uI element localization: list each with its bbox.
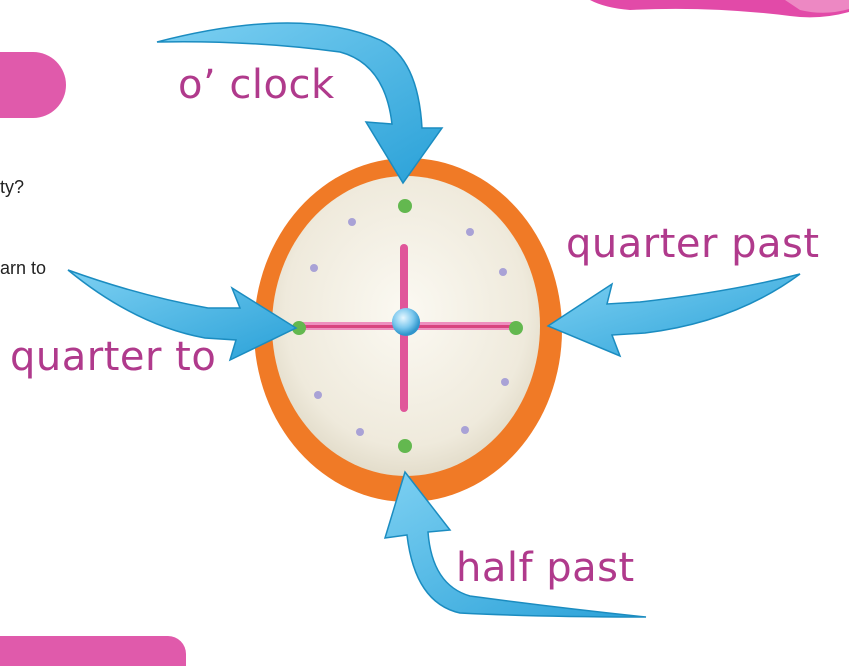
center-hub (392, 308, 420, 336)
label-half-past: half past (456, 545, 635, 591)
label-oclock: o’ clock (178, 62, 335, 108)
label-quarter-past: quarter past (566, 221, 820, 267)
clock-diagram: ty? arn to (0, 0, 849, 651)
clock-illustration (0, 0, 849, 651)
arrow-quarter-past (548, 274, 800, 356)
label-quarter-to: quarter to (10, 334, 216, 380)
